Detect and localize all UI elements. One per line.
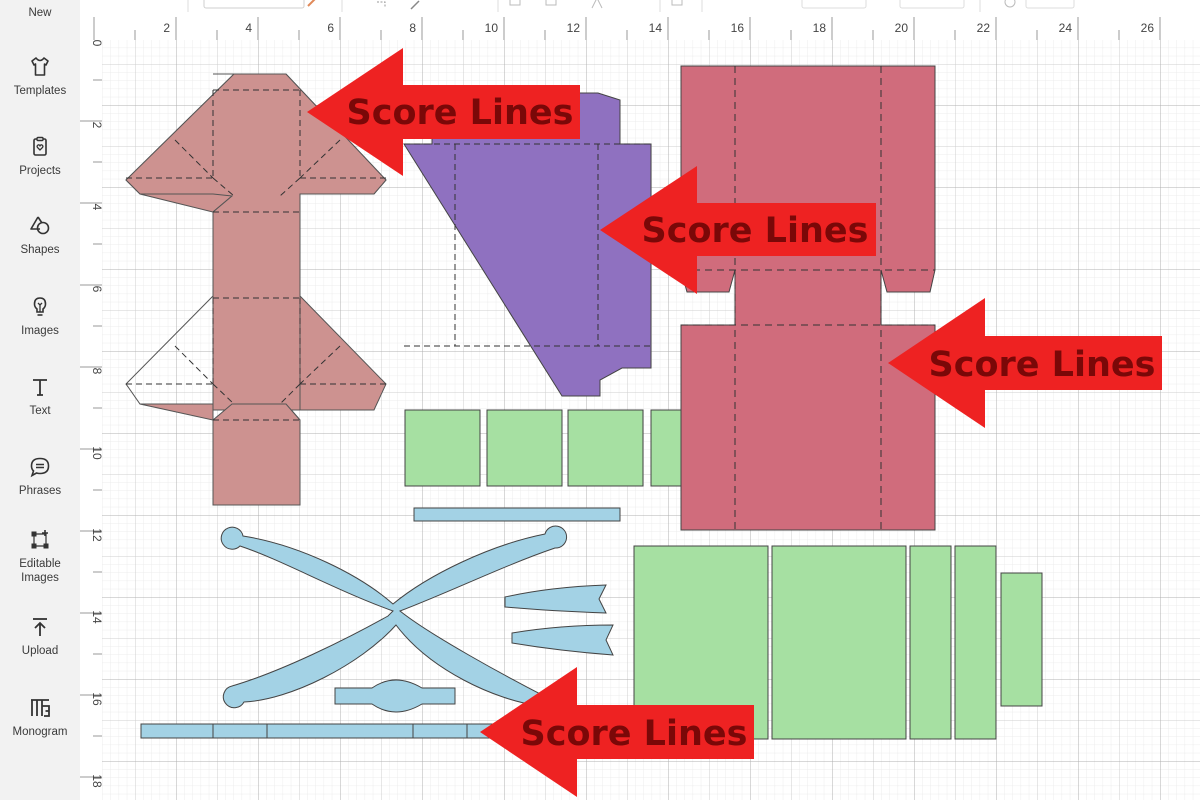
shapes-icon — [30, 216, 50, 235]
edit-icon[interactable] — [410, 0, 420, 10]
blue-strip-upper[interactable] — [413, 507, 621, 522]
ruler-label: 16 — [731, 21, 745, 35]
monogram-icon — [31, 699, 50, 717]
ruler-label: 6 — [327, 21, 334, 35]
score-lines — [681, 66, 935, 530]
ruler-label: 6 — [90, 286, 102, 293]
ruler-label: 10 — [90, 446, 102, 460]
left-sidebar: New Templates Projects Shapes Images Tex… — [0, 0, 81, 800]
green-panels-upper[interactable] — [404, 409, 682, 487]
pen-icon[interactable] — [307, 0, 316, 7]
callout-label: Score Lines — [347, 93, 574, 133]
sidebar-item-label: Editable Images — [19, 558, 61, 584]
sidebar-item-shapes[interactable]: Shapes — [0, 214, 80, 257]
rose-box-template[interactable] — [125, 73, 387, 506]
ruler-label: 12 — [567, 21, 581, 35]
offset-icon[interactable] — [671, 0, 683, 6]
ruler-label: 14 — [649, 21, 663, 35]
design-canvas[interactable]: Score Lines Score Lines Score Lines Scor… — [102, 40, 1200, 805]
crimson-box-template[interactable] — [680, 65, 936, 531]
ruler-label: 20 — [895, 21, 909, 35]
ruler-label: 4 — [90, 204, 102, 211]
sidebar-item-upload[interactable]: Upload — [0, 615, 80, 658]
callout-arrow-3: Score Lines — [888, 298, 1162, 428]
ruler-label: 16 — [90, 692, 102, 706]
align-icon[interactable] — [509, 0, 521, 6]
sidebar-item-label: Monogram — [12, 726, 68, 738]
sidebar-item-images[interactable]: Images — [0, 295, 80, 338]
top-toolbar — [80, 0, 1200, 17]
callout-label: Score Lines — [642, 211, 869, 251]
arrange-icon[interactable] — [545, 0, 557, 6]
score-lines — [404, 143, 651, 347]
sidebar-item-projects[interactable]: Projects — [0, 135, 80, 178]
tshirt-icon — [31, 57, 49, 76]
toolbar-strip — [187, 0, 1075, 12]
rotate-icon[interactable] — [1004, 0, 1016, 8]
new-label: New — [28, 7, 52, 19]
speech-bubble-icon — [30, 457, 50, 478]
callout-label: Score Lines — [929, 345, 1156, 385]
ruler-label: 0 — [90, 40, 102, 47]
ruler-label: 26 — [1141, 21, 1155, 35]
new-button[interactable]: New — [0, 6, 80, 20]
blue-propeller[interactable] — [220, 525, 614, 713]
ruler-label: 14 — [90, 610, 102, 624]
vertical-ruler-svg: 0 2 4 6 8 10 12 14 16 18 — [80, 38, 104, 788]
vertical-ruler: 0 2 4 6 8 10 12 14 16 18 — [80, 38, 104, 800]
sidebar-item-label: Projects — [19, 165, 61, 177]
callout-arrow-1: Score Lines — [307, 48, 580, 176]
score-lines — [126, 89, 386, 421]
ruler-label: 18 — [90, 774, 102, 788]
sidebar-item-label: Upload — [21, 645, 59, 657]
ruler-label: 18 — [813, 21, 827, 35]
callout-arrow-2: Score Lines — [600, 166, 876, 294]
rotate-field[interactable] — [1025, 0, 1075, 9]
editable-images-icon — [31, 530, 49, 549]
height-field[interactable] — [899, 0, 965, 9]
projects-icon — [33, 136, 47, 156]
ruler-label: 2 — [163, 21, 170, 35]
ruler-label: 4 — [245, 21, 252, 35]
ruler-label: 24 — [1059, 21, 1073, 35]
upload-icon — [33, 618, 47, 636]
width-field[interactable] — [801, 0, 867, 9]
sidebar-item-label: Templates — [13, 85, 67, 97]
sidebar-item-editable-images[interactable]: Editable Images — [0, 528, 80, 585]
ruler-label: 8 — [409, 21, 416, 35]
sidebar-item-templates[interactable]: Templates — [0, 55, 80, 98]
sidebar-item-label: Images — [21, 325, 59, 337]
sidebar-item-monogram[interactable]: Monogram — [0, 696, 80, 739]
sidebar-item-label: Shapes — [20, 244, 60, 256]
sidebar-item-phrases[interactable]: Phrases — [0, 455, 80, 498]
text-icon — [33, 379, 47, 396]
sidebar-item-text[interactable]: Text — [0, 375, 80, 418]
lightbulb-icon — [33, 297, 47, 316]
ruler-label: 22 — [977, 21, 991, 35]
ruler-label: 12 — [90, 528, 102, 542]
ruler-label: 8 — [90, 368, 102, 375]
ruler-label: 10 — [485, 21, 499, 35]
ruler-label: 2 — [90, 122, 102, 129]
blue-strip-bottom[interactable] — [140, 723, 501, 739]
callout-label: Score Lines — [521, 714, 748, 754]
callout-arrow-4: Score Lines — [480, 667, 754, 797]
select-icon[interactable] — [377, 1, 386, 8]
sidebar-item-label: Text — [29, 405, 51, 417]
green-panels-lower[interactable] — [633, 545, 1043, 740]
sidebar-item-label: Phrases — [18, 485, 62, 497]
operation-select[interactable] — [203, 0, 305, 9]
flip-icon[interactable] — [591, 0, 603, 9]
